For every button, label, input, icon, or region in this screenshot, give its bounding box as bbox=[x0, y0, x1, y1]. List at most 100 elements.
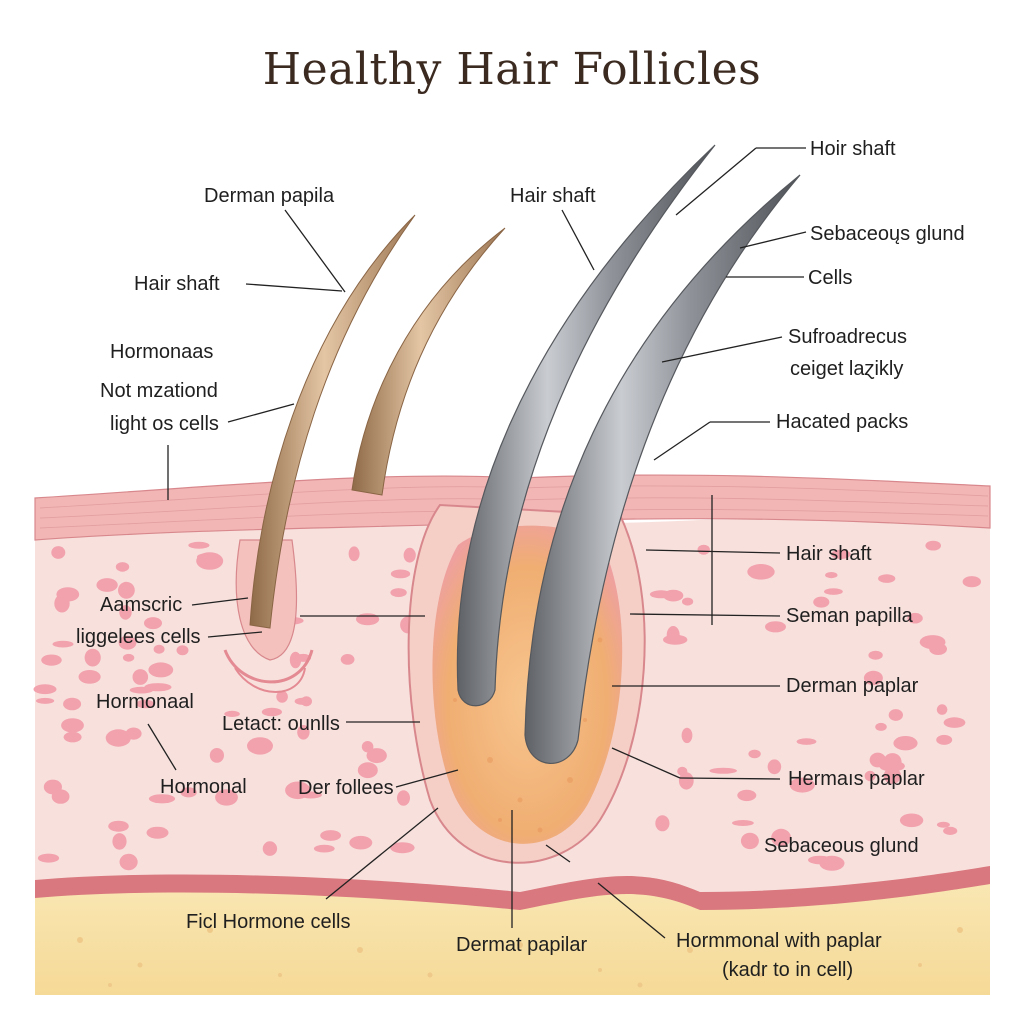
cell-spot bbox=[663, 634, 688, 645]
cell-spot bbox=[294, 697, 311, 705]
leader-line bbox=[245, 283, 343, 292]
cell-spot bbox=[54, 594, 70, 613]
cell-spot bbox=[108, 820, 129, 832]
leader-line bbox=[611, 747, 681, 779]
cell-spot bbox=[682, 597, 694, 606]
label-derman-paplar: Derman paplar bbox=[786, 675, 919, 697]
cell-spot bbox=[96, 578, 118, 592]
cell-spot bbox=[748, 749, 761, 759]
hair-shaft-left-1 bbox=[249, 214, 416, 629]
leader-line bbox=[679, 777, 781, 780]
leader-line bbox=[653, 421, 711, 461]
cell-spot bbox=[796, 738, 817, 745]
cell-spot bbox=[747, 564, 775, 580]
cell-spot bbox=[737, 789, 757, 802]
cell-spot bbox=[115, 562, 130, 572]
cell-spot bbox=[825, 572, 838, 579]
cell-spot bbox=[51, 546, 66, 559]
leader-line bbox=[207, 631, 263, 638]
cell-spot bbox=[119, 605, 132, 620]
fat-speckles bbox=[77, 927, 963, 988]
cell-spot bbox=[919, 635, 946, 650]
cell-spot bbox=[349, 835, 373, 850]
left-follicle-ring bbox=[234, 667, 306, 693]
cell-spot bbox=[215, 789, 238, 806]
cell-spot bbox=[893, 736, 918, 751]
leader-line bbox=[675, 147, 757, 216]
cell-spot bbox=[297, 725, 310, 740]
label-hair-shaft-right: Hair shaft bbox=[786, 543, 872, 565]
cell-spot bbox=[224, 710, 240, 718]
cell-spot bbox=[403, 547, 416, 563]
cell-spot bbox=[320, 830, 341, 841]
label-aamscric: Aamscric bbox=[100, 594, 183, 616]
leader-lines bbox=[147, 147, 807, 939]
label-sufroadrecus: Sufroadrecus bbox=[788, 326, 907, 348]
cell-spot bbox=[348, 546, 360, 562]
cell-spot bbox=[144, 617, 162, 630]
cell-spot bbox=[390, 569, 411, 579]
cell-spot bbox=[943, 717, 966, 728]
cell-spot bbox=[831, 549, 851, 559]
cell-spot bbox=[285, 781, 311, 800]
leader-line bbox=[661, 336, 783, 363]
left-follicle-base bbox=[223, 649, 314, 684]
label-kadr-to-in-cell: (kadr to in cell) bbox=[722, 959, 854, 981]
cell-spot bbox=[37, 853, 60, 863]
leader-line bbox=[545, 844, 571, 863]
leader-line bbox=[325, 807, 439, 900]
cell-spot bbox=[925, 540, 941, 551]
label-seman-papilla: Seman papilla bbox=[786, 605, 913, 627]
label-der-follees: Der follees bbox=[298, 777, 394, 799]
cell-spot bbox=[188, 541, 210, 549]
diagram-title: Healthy Hair Follicles bbox=[262, 44, 762, 95]
cell-spot bbox=[118, 635, 137, 650]
cell-spot bbox=[340, 654, 355, 665]
cell-spot bbox=[732, 820, 754, 826]
label-light-os-cells: light os cells bbox=[110, 413, 219, 435]
leader-line bbox=[597, 882, 666, 939]
cell-spot bbox=[63, 697, 82, 711]
cell-spot bbox=[875, 722, 887, 731]
cell-spot bbox=[357, 762, 378, 779]
cell-spot bbox=[397, 790, 410, 806]
cell-spot bbox=[390, 842, 415, 854]
cell-spot bbox=[936, 821, 950, 828]
cell-spot bbox=[197, 553, 209, 561]
label-dermat-papilar: Dermat papilar bbox=[456, 934, 588, 956]
cell-spot bbox=[681, 727, 693, 744]
cell-spot bbox=[112, 833, 127, 850]
label-hormonal: Hormonal bbox=[160, 776, 247, 798]
cell-spot bbox=[879, 760, 905, 772]
cell-spot bbox=[52, 640, 74, 648]
cell-spot bbox=[119, 853, 138, 871]
cell-spot bbox=[789, 777, 815, 793]
label-sebaceous-glund-bottom: Sebaceous glund bbox=[764, 835, 919, 857]
cell-spot bbox=[146, 826, 169, 839]
cell-spot bbox=[153, 644, 165, 654]
cell-spot bbox=[148, 794, 176, 804]
cell-spot bbox=[276, 690, 288, 703]
cell-spot bbox=[697, 544, 710, 555]
cell-spot bbox=[209, 748, 224, 763]
label-hair-shaft-left: Hair shaft bbox=[134, 273, 220, 295]
leader-line bbox=[629, 613, 781, 617]
cell-spot bbox=[262, 841, 278, 856]
leader-line bbox=[739, 231, 807, 249]
cell-spot bbox=[655, 815, 670, 832]
label-letact-ounlls: Letact: ounlls bbox=[222, 713, 340, 735]
cell-spot bbox=[677, 766, 688, 776]
cell-spot bbox=[84, 648, 101, 667]
label-ficl-hormone-cells: Ficl Hormone cells bbox=[186, 911, 351, 933]
cell-spot bbox=[136, 699, 154, 709]
leader-line bbox=[191, 597, 249, 606]
cell-spot bbox=[824, 588, 843, 595]
cell-spot bbox=[132, 669, 149, 685]
cell-spot bbox=[907, 612, 923, 624]
cell-spot bbox=[129, 686, 154, 694]
cell-spot bbox=[649, 590, 673, 599]
cell-spot bbox=[813, 596, 830, 608]
cell-spot bbox=[943, 826, 958, 836]
cell-spot bbox=[261, 707, 282, 717]
